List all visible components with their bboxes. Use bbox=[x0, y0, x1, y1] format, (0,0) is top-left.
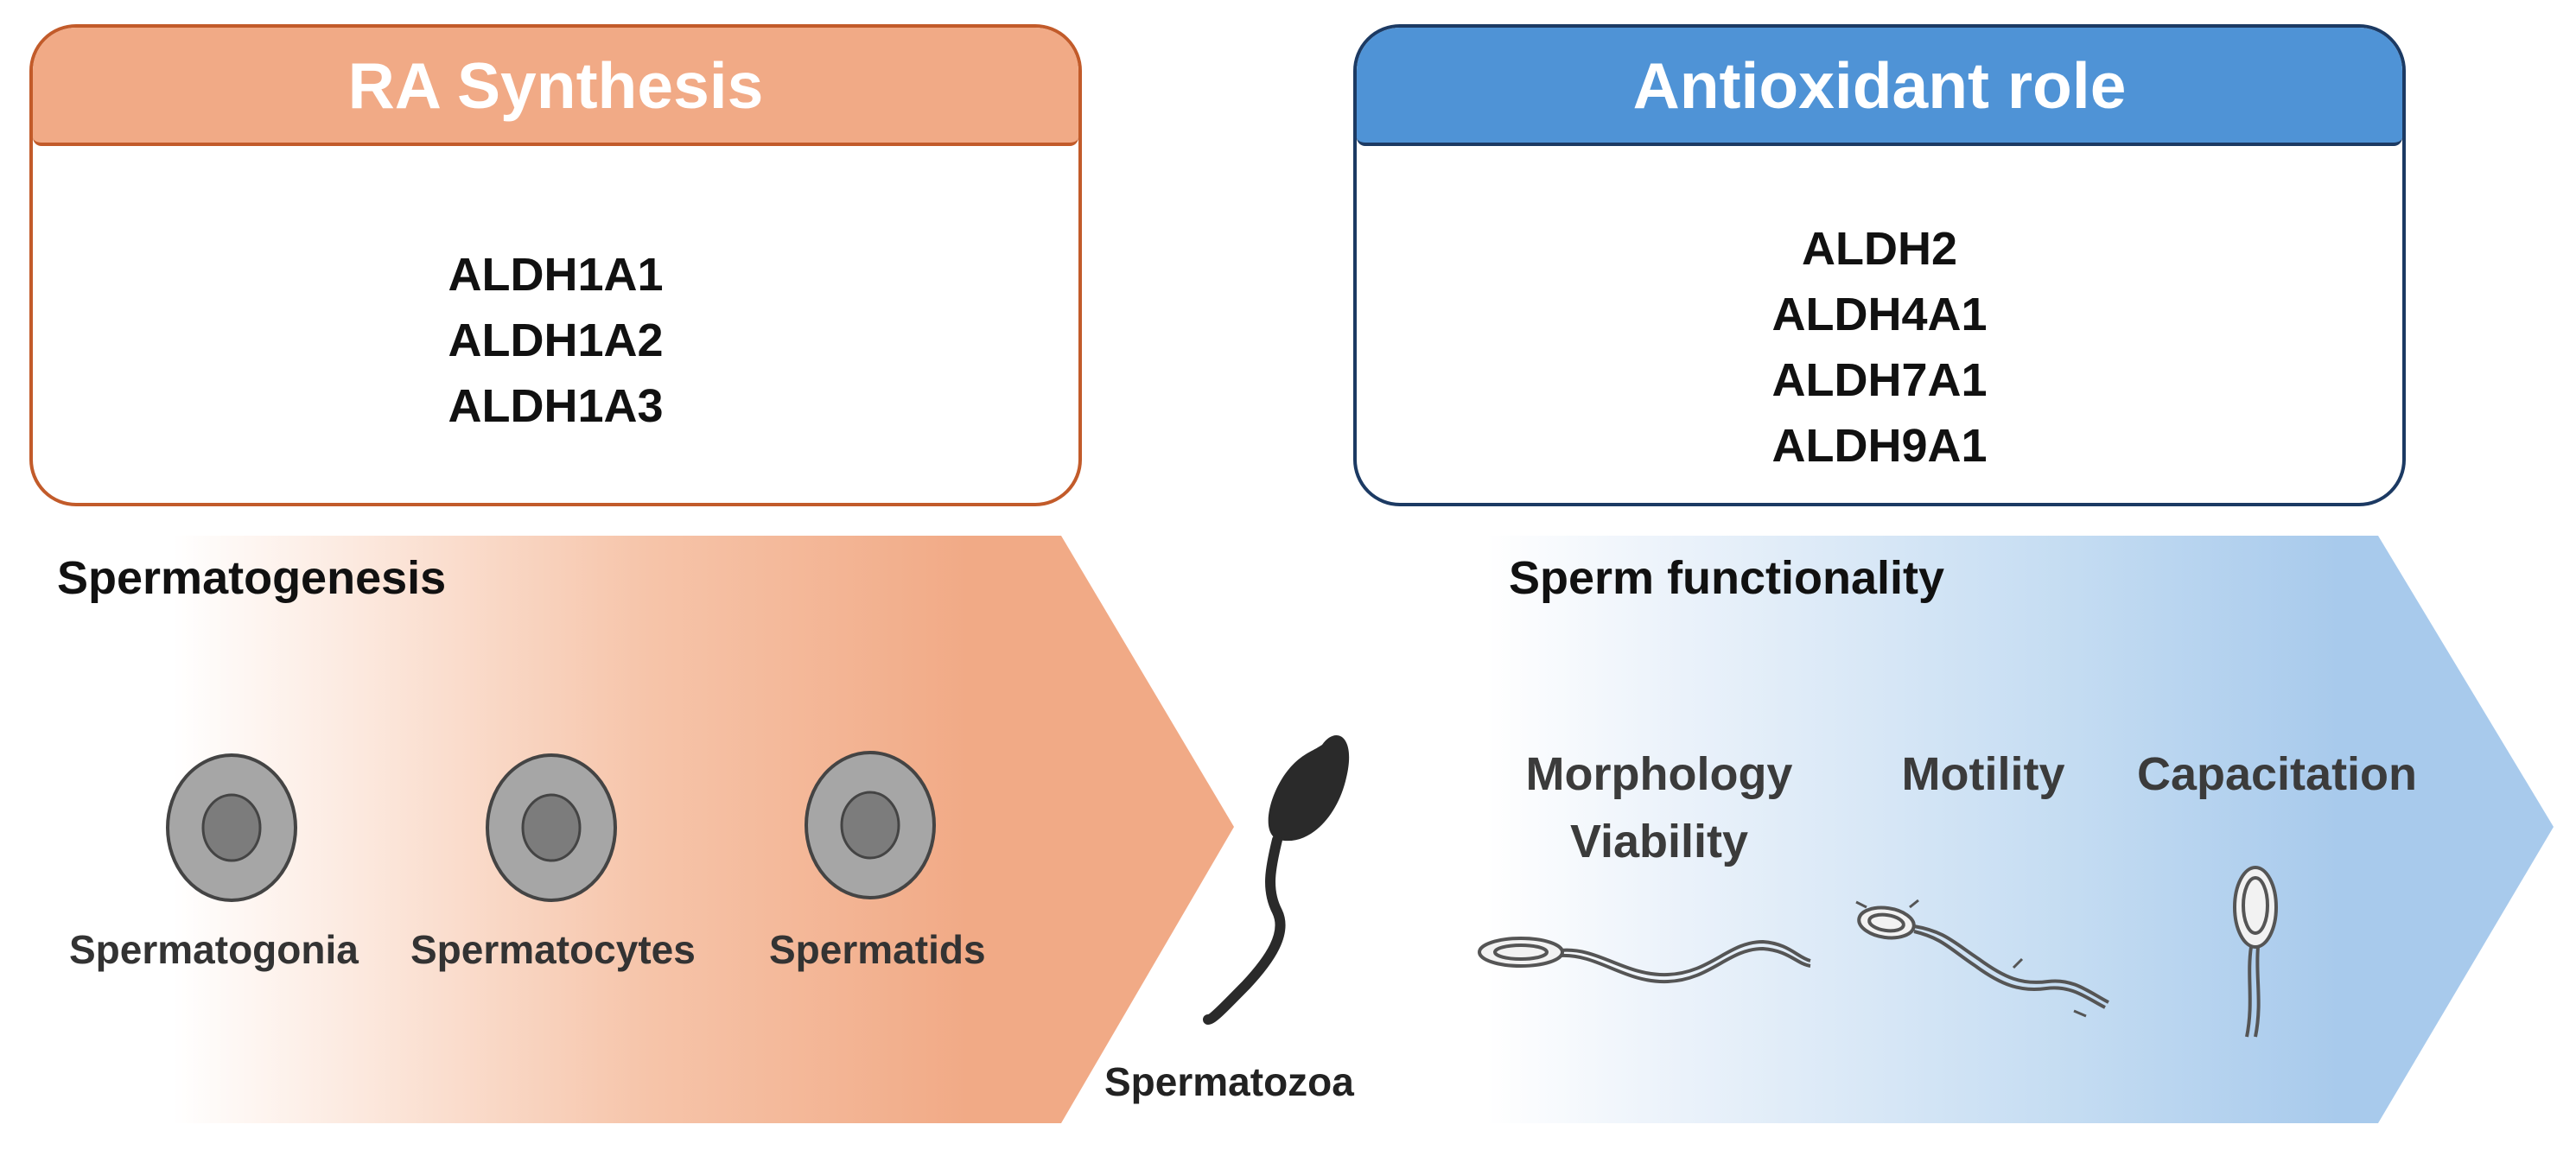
sperm-morphology-icon bbox=[1478, 937, 1811, 984]
sperm-functionality-title: Sperm functionality bbox=[1509, 552, 1945, 604]
sperm-capacitation-icon bbox=[2233, 866, 2278, 1038]
gene-aldh1a1: ALDH1A1 bbox=[448, 249, 664, 301]
ra-synthesis-header: RA Synthesis bbox=[33, 28, 1078, 146]
gene-aldh4a1: ALDH4A1 bbox=[1771, 289, 1988, 340]
motility-label: Motility bbox=[1901, 748, 2065, 800]
spermatids-cell-icon bbox=[805, 751, 936, 899]
spermatocytes-cell-icon bbox=[486, 753, 617, 902]
ra-synthesis-panel: RA Synthesis ALDH1A1 ALDH1A2 ALDH1A3 bbox=[29, 24, 1082, 506]
antioxidant-role-header: Antioxidant role bbox=[1357, 28, 2402, 146]
sperm-motility-icon bbox=[1855, 899, 2109, 1018]
gene-aldh7a1: ALDH7A1 bbox=[1771, 354, 1988, 406]
ra-synthesis-title: RA Synthesis bbox=[347, 48, 764, 122]
spermatogenesis-title: Spermatogenesis bbox=[57, 552, 447, 604]
spermatocytes-label: Spermatocytes bbox=[410, 927, 696, 972]
spermatozoa-label: Spermatozoa bbox=[1104, 1059, 1354, 1104]
capacitation-label: Capacitation bbox=[2136, 748, 2418, 800]
spermatids-label: Spermatids bbox=[769, 927, 986, 972]
gene-aldh1a3: ALDH1A3 bbox=[448, 380, 664, 432]
spermatogonia-label: Spermatogonia bbox=[69, 927, 359, 972]
spermatozoon-icon bbox=[1203, 734, 1350, 1025]
antioxidant-role-panel: Antioxidant role ALDH2 ALDH4A1 ALDH7A1 A… bbox=[1353, 24, 2406, 506]
spermatogenesis-arrow bbox=[173, 536, 1234, 1123]
morphology-label: Morphology bbox=[1525, 748, 1793, 800]
gene-aldh9a1: ALDH9A1 bbox=[1771, 420, 1988, 472]
sperm-functionality-arrow bbox=[1486, 536, 2554, 1123]
ra-gene-list: ALDH1A1 ALDH1A2 ALDH1A3 bbox=[33, 242, 1078, 439]
viability-label: Viability bbox=[1569, 816, 1749, 867]
antioxidant-role-title: Antioxidant role bbox=[1632, 48, 2127, 122]
antioxidant-gene-list: ALDH2 ALDH4A1 ALDH7A1 ALDH9A1 bbox=[1357, 216, 2402, 479]
spermatogonia-cell-icon bbox=[166, 753, 297, 902]
gene-aldh2: ALDH2 bbox=[1801, 223, 1957, 275]
gene-aldh1a2: ALDH1A2 bbox=[448, 315, 664, 366]
